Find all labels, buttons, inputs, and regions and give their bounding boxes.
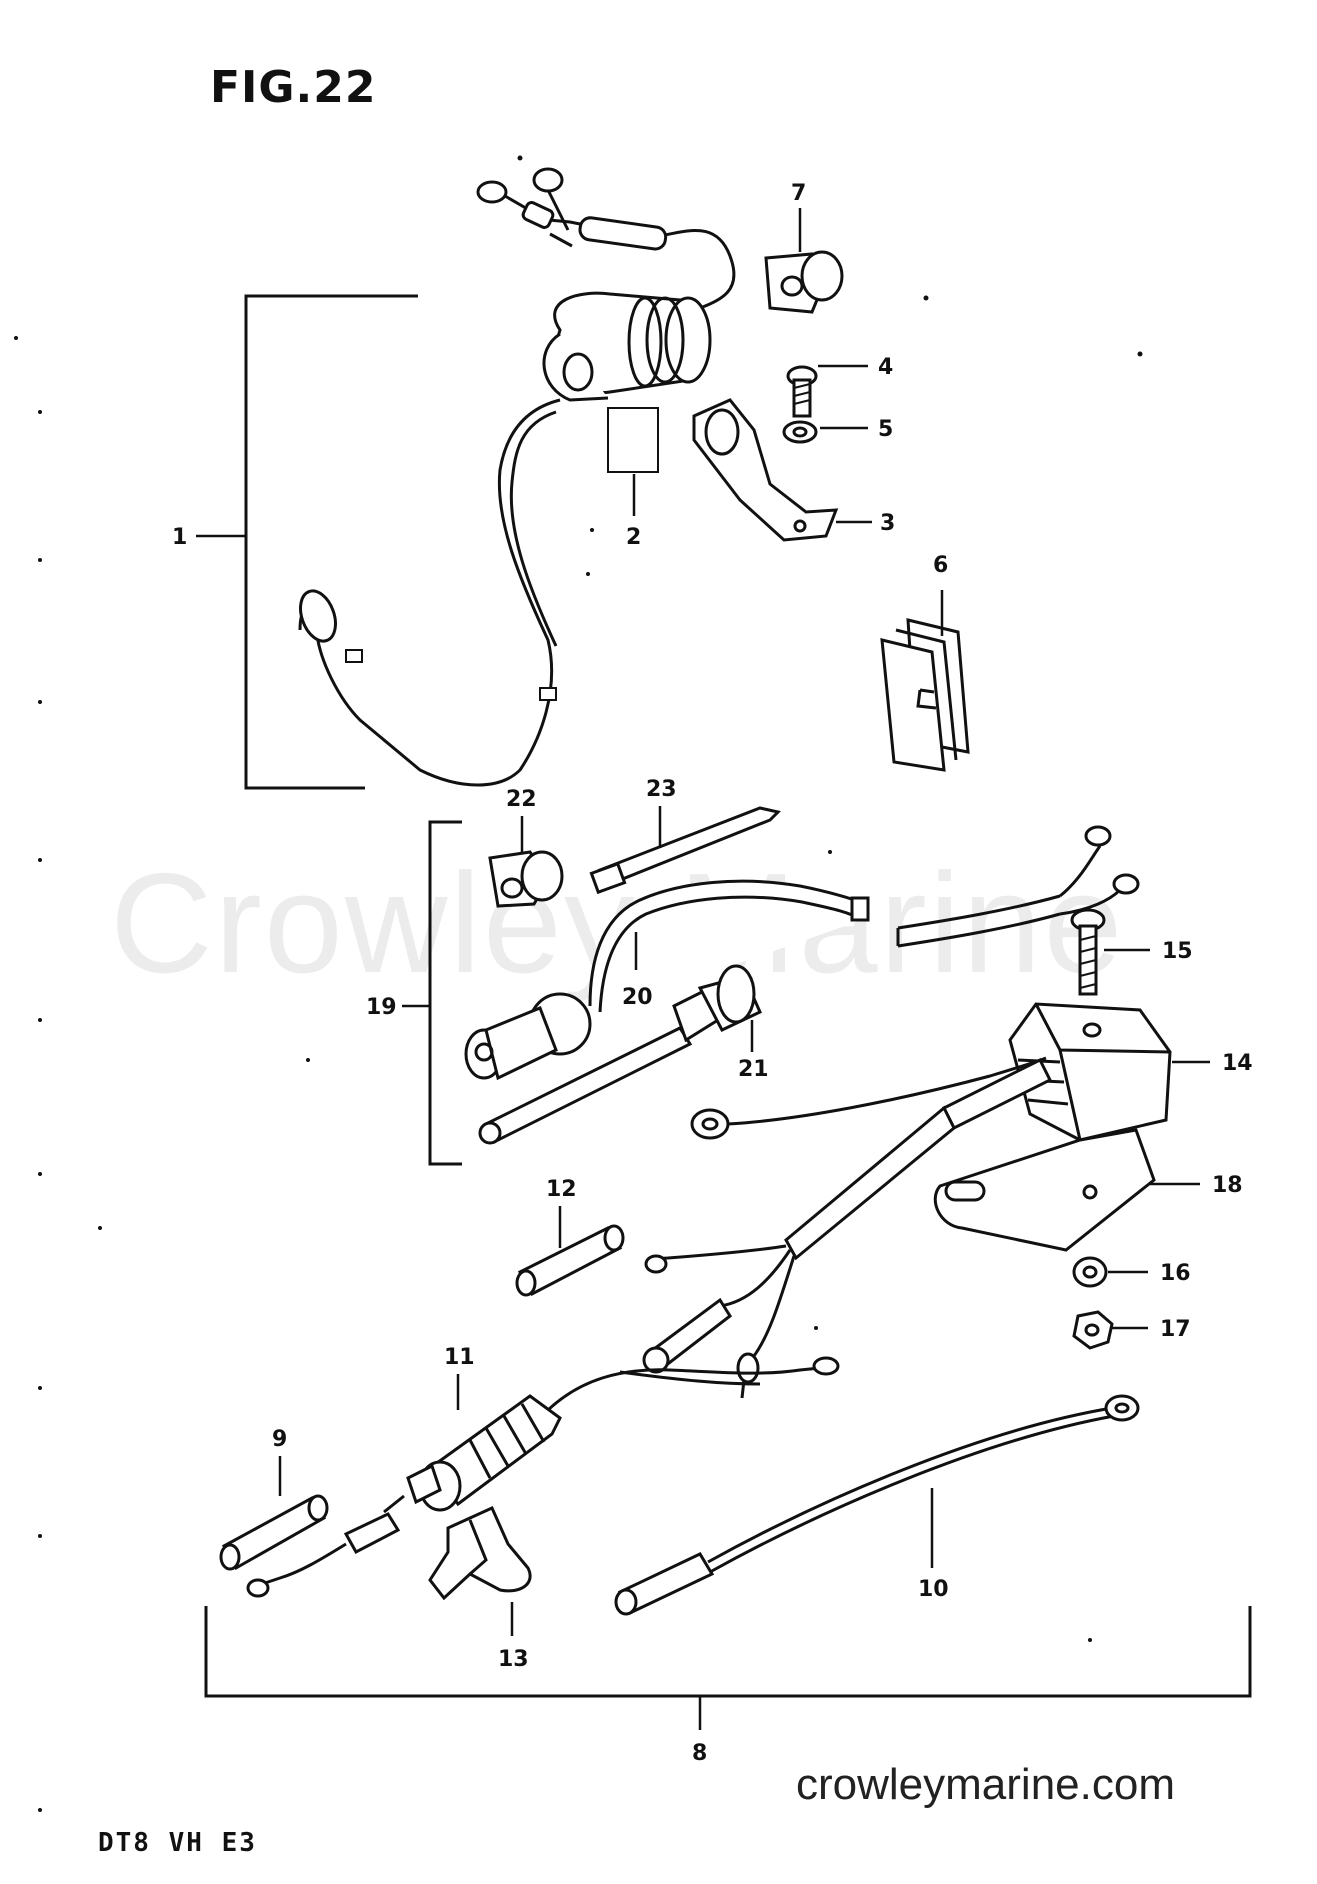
figure-title: FIG.22 [210,62,377,113]
part-22-grommet [488,850,564,908]
part-16-nut [1072,1256,1108,1288]
part-9-fuse [219,1494,329,1571]
part-20-cord [464,825,1140,1081]
callout-22: 22 [506,787,537,812]
callout-20: 20 [622,985,653,1010]
callout-21: 21 [738,1057,769,1082]
scan-specks [14,155,1143,1812]
part-1-coil-assembly [298,167,736,787]
callout-7: 7 [791,181,806,206]
site-url: crowleymarine.com [796,1760,1175,1809]
callout-1: 1 [172,525,187,550]
part-17-nut [1072,1310,1114,1350]
callout-16: 16 [1160,1261,1191,1286]
part-lead-wire [246,1494,405,1598]
callout-5: 5 [878,417,893,442]
bracket-19 [402,820,462,1166]
callout-8: 8 [692,1741,707,1766]
part-6-boot [880,618,970,772]
callout-18: 18 [1212,1173,1243,1198]
part-3-bracket [692,398,839,542]
part-15-screw [1070,908,1106,996]
callout-15: 15 [1162,939,1193,964]
part-10-ground-lead [614,1394,1140,1616]
callout-19: 19 [366,995,397,1020]
callout-13: 13 [498,1647,529,1672]
callout-4: 4 [878,355,893,380]
part-11-fuse-holder [406,1356,840,1512]
callout-2: 2 [626,525,641,550]
callout-12: 12 [546,1177,577,1202]
callout-3: 3 [880,511,895,536]
part-7-grommet [764,250,844,314]
part-4-screw [786,365,818,418]
part-14-rectifier [1008,1002,1172,1142]
part-18-plate [933,1128,1156,1252]
harness-wires [642,1056,1053,1399]
callout-9: 9 [272,1427,287,1452]
part-12-fuse [515,1224,625,1297]
callout-10: 10 [918,1577,949,1602]
bracket-8 [204,1606,1252,1730]
part-5-washer [782,420,818,444]
part-21-cord [478,964,762,1145]
callout-14: 14 [1222,1051,1253,1076]
model-code: DT8 VH E3 [98,1828,257,1858]
part-23-cable-tie [589,806,781,895]
callout-17: 17 [1160,1317,1191,1342]
part-13-clip [428,1506,532,1601]
callout-11: 11 [444,1345,475,1370]
callout-6: 6 [933,553,948,578]
callout-23: 23 [646,777,677,802]
bracket-1 [196,294,418,790]
